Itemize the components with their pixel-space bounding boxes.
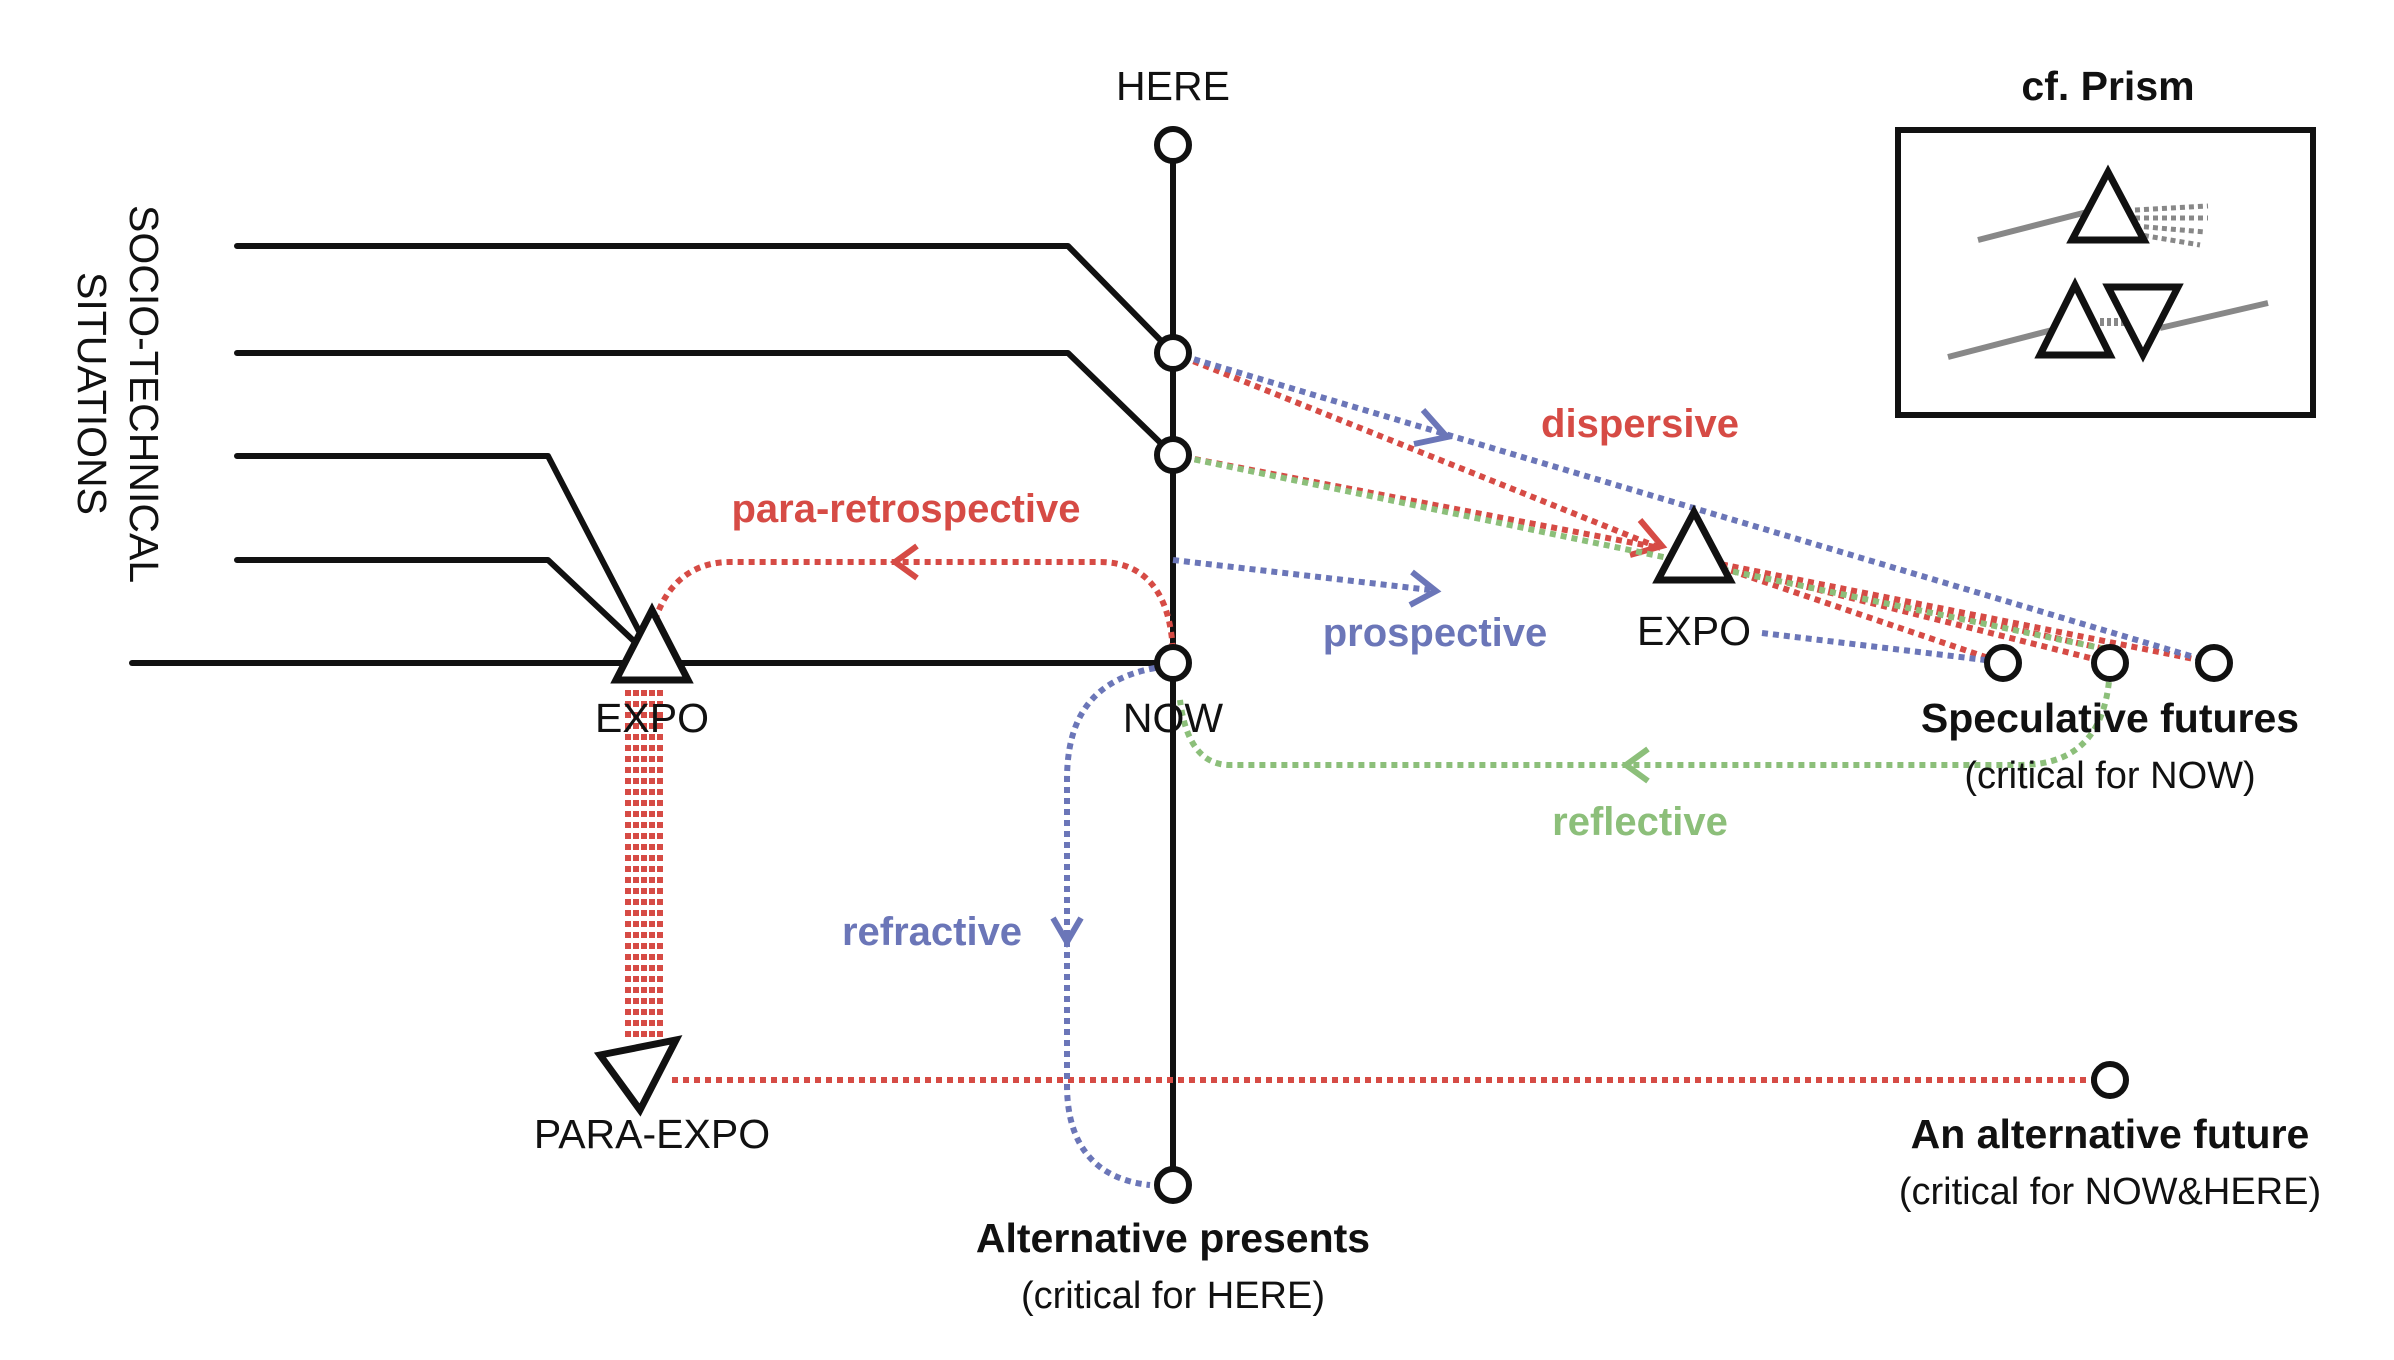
prism-bottom-triangle-up — [2034, 277, 2116, 359]
green-from-now-node — [1172, 452, 2111, 653]
prism-top-ray — [1977, 207, 2096, 243]
prospective-arrowhead — [1408, 569, 1442, 608]
prism-bottom-triangle-down — [2102, 283, 2184, 363]
prism-bottom-ray-right — [2159, 300, 2269, 331]
prism-bottom-ray-left — [1947, 325, 2061, 360]
reflective-label: reflective — [1552, 800, 1728, 844]
alternative-future-subtitle: (critical for NOW&HERE) — [1899, 1171, 2321, 1213]
expo-to-future-1 — [1699, 557, 2004, 666]
node-here — [1154, 126, 1192, 164]
refractive-path — [1064, 665, 1156, 1188]
expo-right-label: EXPO — [1637, 608, 1751, 654]
socio-technical-label-line1: SOCIO-TECHNICAL — [121, 205, 167, 583]
here-label: HERE — [1116, 63, 1230, 109]
node-now — [1154, 644, 1192, 682]
alternative-presents-subtitle: (critical for HERE) — [1021, 1275, 1325, 1317]
situation-line-3 — [234, 453, 657, 663]
situation-lines — [129, 243, 1176, 666]
para-expo-triangle — [593, 1035, 683, 1117]
para-retrospective-label: para-retrospective — [731, 487, 1080, 531]
nodes — [1154, 126, 2233, 1204]
node-situation-1 — [1154, 334, 1192, 372]
expo-left-triangle — [610, 602, 694, 684]
speculative-futures-title: Speculative futures — [1921, 695, 2299, 741]
node-speculative-future-1 — [1984, 644, 2022, 682]
situation-line-2 — [234, 350, 1176, 458]
expo-right-triangle — [1652, 504, 1736, 584]
prism-title: cf. Prism — [2021, 63, 2194, 109]
expo-to-future-4 — [1699, 557, 2111, 653]
green-links — [1172, 452, 2113, 784]
prism-top-dispersion-4 — [2134, 231, 2201, 248]
node-alternative-future — [2091, 1061, 2129, 1099]
para-retrospective-arrowhead — [889, 543, 919, 581]
alternative-future-title: An alternative future — [1911, 1111, 2310, 1157]
prospective-path — [1172, 557, 1431, 593]
reflective-arrowhead — [1620, 746, 1650, 784]
expo-to-speculative-blue — [1761, 630, 1986, 663]
prism-top-dispersion-1 — [2134, 203, 2209, 213]
situation-line-1 — [234, 243, 1176, 356]
prism-inset: cf. Prism — [1895, 63, 2316, 418]
node-situation-2 — [1154, 436, 1192, 474]
para-retrospective-path — [651, 559, 1176, 661]
para-expo-label: PARA-EXPO — [534, 1111, 770, 1157]
socio-technical-label-line2: SITUATIONS — [69, 272, 115, 515]
expo-left-label: EXPO — [595, 695, 709, 741]
prospective-label: prospective — [1323, 611, 1548, 655]
refractive-arrowhead — [1050, 916, 1084, 948]
prism-top-dispersion-3 — [2134, 223, 2206, 235]
alternative-presents-title: Alternative presents — [976, 1215, 1370, 1261]
now-label: NOW — [1123, 695, 1224, 741]
dispersive-blue-arrowhead — [1413, 408, 1453, 447]
dispersive-link-2 — [1172, 452, 1661, 551]
node-speculative-future-2 — [2091, 644, 2129, 682]
dispersive-label: dispersive — [1541, 402, 1739, 446]
node-alternative-present — [1154, 1166, 1192, 1204]
situation-line-4 — [234, 557, 657, 663]
speculative-futures-subtitle: (critical for NOW) — [1964, 755, 2255, 797]
dispersive-link-1 — [1171, 350, 1662, 551]
refractive-label: refractive — [842, 910, 1022, 954]
prism-top-triangle — [2066, 164, 2150, 244]
node-speculative-future-3 — [2195, 644, 2233, 682]
